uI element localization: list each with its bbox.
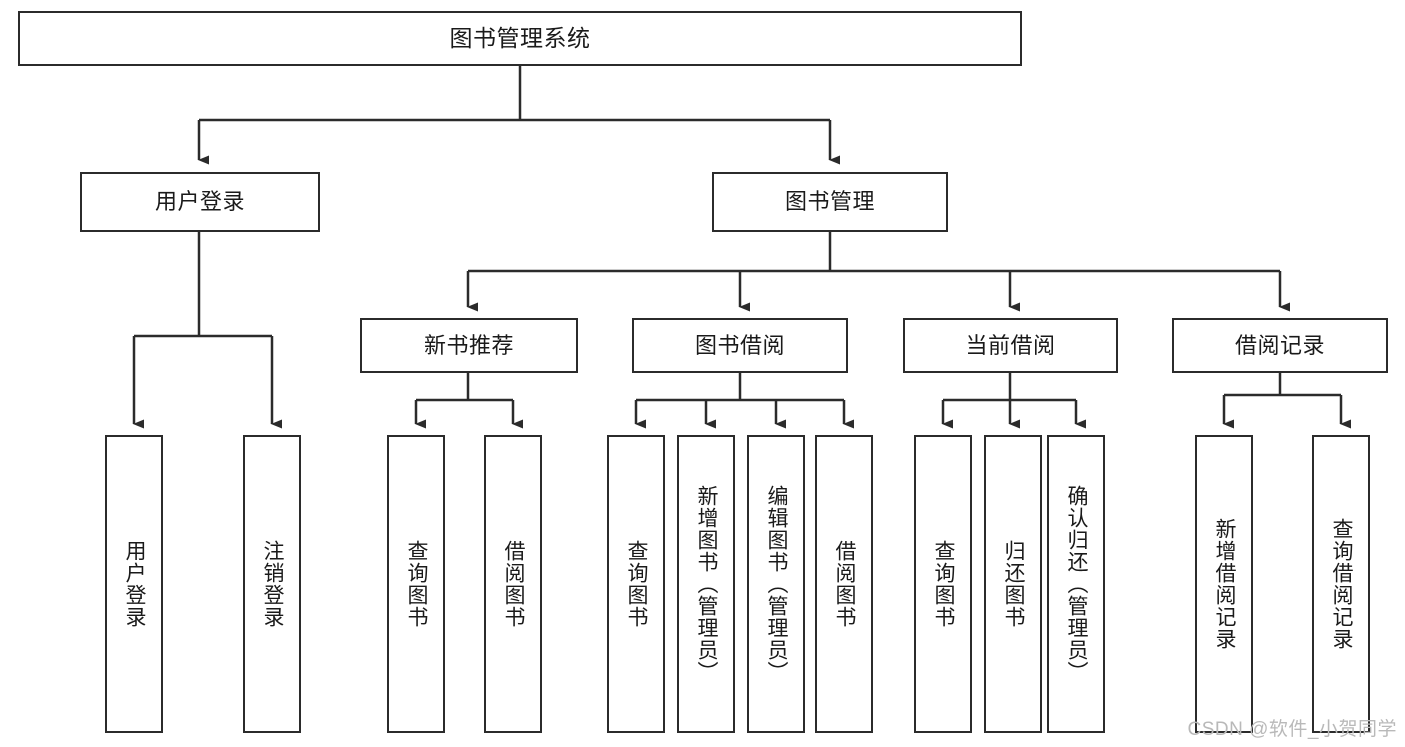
node-label: 查询图书 <box>405 540 429 628</box>
node-label: 新书推荐 <box>423 332 514 358</box>
leaf-query-borrowing-record[interactable]: 查询借阅记录 <box>1312 435 1370 733</box>
node-label: 借阅记录 <box>1234 332 1325 358</box>
node-label: 当前借阅 <box>965 332 1056 358</box>
leaf-add-book-admin[interactable]: 新增图书（管理员） <box>677 435 735 733</box>
leaf-logout[interactable]: 注销登录 <box>243 435 301 733</box>
leaf-add-borrowing-record[interactable]: 新增借阅记录 <box>1195 435 1253 733</box>
leaf-borrow-books-borrowing[interactable]: 借阅图书 <box>815 435 873 733</box>
node-label: 用户登录 <box>154 189 245 215</box>
node-book-borrowing[interactable]: 图书借阅 <box>632 318 848 373</box>
node-book-management[interactable]: 图书管理 <box>712 172 948 232</box>
node-label: 编辑图书（管理员） <box>765 485 789 683</box>
node-current-borrowing[interactable]: 当前借阅 <box>903 318 1118 373</box>
watermark-text: CSDN @软件_小贺同学 <box>1187 719 1397 740</box>
node-label: 新增借阅记录 <box>1213 518 1237 650</box>
node-label: 注销登录 <box>261 540 285 628</box>
node-label: 图书管理 <box>784 189 875 215</box>
leaf-return-books[interactable]: 归还图书 <box>984 435 1042 733</box>
node-new-book-recommendation[interactable]: 新书推荐 <box>360 318 578 373</box>
node-label: 图书借阅 <box>694 332 785 358</box>
node-label: 借阅图书 <box>502 540 526 628</box>
node-label: 用户登录 <box>123 540 147 628</box>
node-borrowing-record[interactable]: 借阅记录 <box>1172 318 1388 373</box>
leaf-query-books-borrowing[interactable]: 查询图书 <box>607 435 665 733</box>
node-label: 查询借阅记录 <box>1330 518 1354 650</box>
leaf-query-books-recommendation[interactable]: 查询图书 <box>387 435 445 733</box>
node-label: 确认归还（管理员） <box>1065 485 1089 683</box>
leaf-confirm-return-admin[interactable]: 确认归还（管理员） <box>1047 435 1105 733</box>
node-label: 图书管理系统 <box>449 25 591 52</box>
leaf-borrow-books-recommendation[interactable]: 借阅图书 <box>484 435 542 733</box>
leaf-edit-book-admin[interactable]: 编辑图书（管理员） <box>747 435 805 733</box>
node-label: 归还图书 <box>1002 540 1026 628</box>
node-label: 查询图书 <box>625 540 649 628</box>
leaf-query-books-current[interactable]: 查询图书 <box>914 435 972 733</box>
node-user-login[interactable]: 用户登录 <box>80 172 320 232</box>
node-label: 查询图书 <box>932 540 956 628</box>
node-label: 借阅图书 <box>833 540 857 628</box>
node-root-library-management-system[interactable]: 图书管理系统 <box>18 11 1022 66</box>
node-label: 新增图书（管理员） <box>695 485 719 683</box>
leaf-user-login[interactable]: 用户登录 <box>105 435 163 733</box>
